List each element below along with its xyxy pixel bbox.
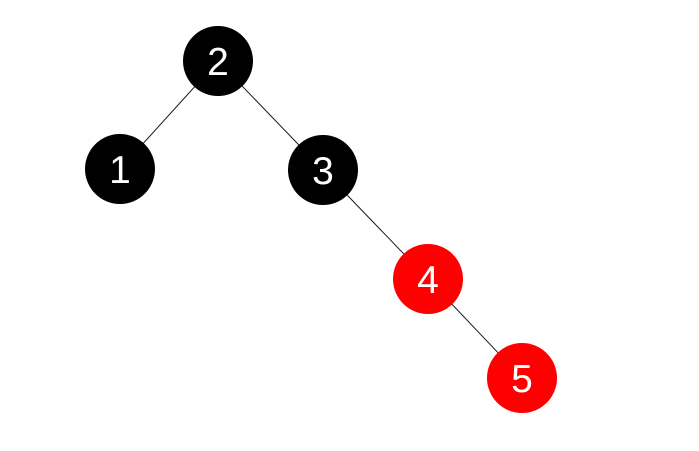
tree-node-3: 3 [288, 135, 358, 205]
tree-node-1: 1 [85, 134, 155, 204]
edges-layer [119, 60, 523, 379]
node-circle-black [85, 134, 155, 204]
tree-node-2: 2 [183, 26, 253, 96]
node-circle-red [487, 343, 557, 413]
tree-node-4: 4 [393, 244, 463, 314]
node-circle-red [393, 244, 463, 314]
node-circle-black [288, 135, 358, 205]
tree-node-5: 5 [487, 343, 557, 413]
node-circle-black [183, 26, 253, 96]
